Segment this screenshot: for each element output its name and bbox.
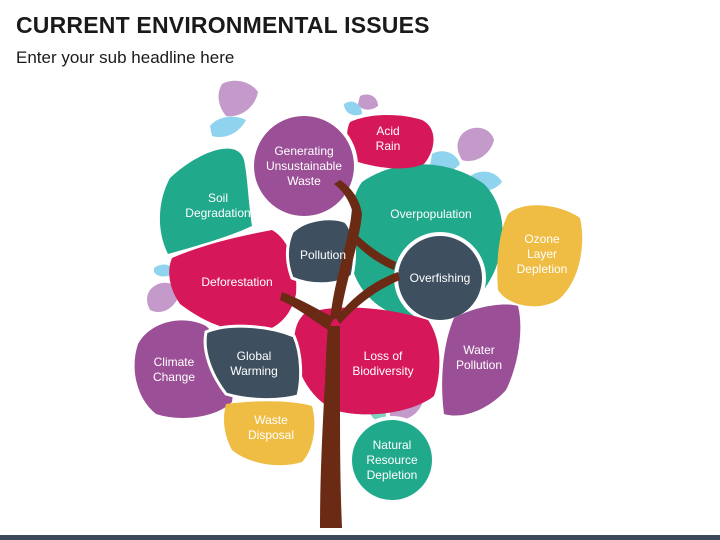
generating-waste-shape [250, 112, 358, 220]
natural-resource-shape [348, 416, 436, 504]
global-warming-label: Global Warming [230, 349, 278, 378]
branch-upper-right [348, 230, 396, 270]
soil-degradation-shape [159, 148, 252, 254]
generating-waste-label: Generating Unsustainable Waste [265, 143, 343, 188]
loss-biodiversity-label: Loss of Biodiversity [352, 349, 414, 378]
issue-shapes [134, 112, 583, 504]
climate-change-label: Climate Change [152, 355, 196, 384]
ozone-shape [497, 205, 583, 307]
leaf-icon [344, 101, 362, 116]
branch-right [336, 272, 400, 324]
page-title: CURRENT ENVIRONMENTAL ISSUES [16, 12, 430, 38]
natural-resource-label: Natural Resource Depletion [366, 437, 418, 482]
page-subtitle: Enter your sub headline here [16, 48, 235, 67]
leaf-icon [147, 282, 180, 312]
acid-rain-shape [347, 115, 434, 169]
deforestation-shape [169, 230, 297, 333]
leaf-icon [358, 94, 378, 110]
global-warming-shape [203, 324, 303, 402]
water-pollution-label: Water Pollution [455, 343, 503, 372]
pollution-label: Pollution [299, 247, 347, 262]
deforestation-label: Deforestation [201, 274, 273, 289]
tree-trunk [280, 180, 400, 528]
waste-disposal-shape [224, 401, 315, 466]
leaf-icon [210, 116, 246, 138]
overfishing-label: Overfishing [409, 270, 471, 285]
waste-disposal-label: Waste Disposal [247, 413, 295, 442]
leaf-icon [218, 80, 258, 117]
overpopulation-label: Overpopulation [390, 206, 472, 221]
branch-up [330, 180, 362, 320]
leaf-icon [457, 127, 494, 162]
water-pollution-shape [442, 304, 521, 416]
bottom-bar [0, 535, 720, 540]
trunk [320, 326, 342, 528]
soil-degradation-label: Soil Degradation [185, 191, 251, 220]
pollution-shape [286, 217, 356, 286]
ozone-label: Ozone Layer Depletion [516, 231, 568, 276]
branch-left [280, 292, 334, 330]
acid-rain-label: Acid Rain [375, 124, 401, 153]
